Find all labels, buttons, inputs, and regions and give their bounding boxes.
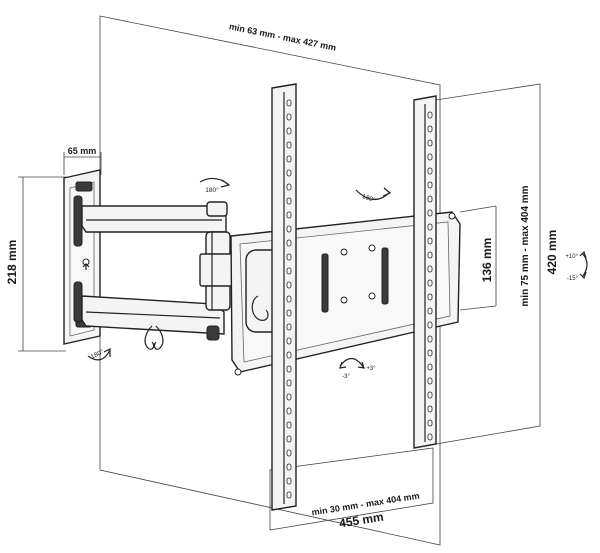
wall-plate-depth-label: 65 mm xyxy=(68,146,97,156)
rail-slot-hole xyxy=(427,363,433,371)
vesa-plate-envelope-bottom xyxy=(459,305,497,311)
rail-slot-hole xyxy=(286,477,292,485)
vesa-plate-envelope-top xyxy=(459,205,497,213)
tilt-arrow xyxy=(579,250,588,280)
rotation-arrow-lower xyxy=(87,348,111,361)
rail-slot-hole xyxy=(286,421,292,429)
arm-hinge xyxy=(199,231,235,341)
rail-slot-hole xyxy=(427,125,433,133)
rail-slot-hole xyxy=(427,153,433,161)
level-minus-label: -3° xyxy=(342,374,350,380)
cable-hook xyxy=(144,325,164,350)
rotation-arrow-upper xyxy=(199,177,231,188)
upper-arm xyxy=(81,201,228,233)
rotation-arrow-head xyxy=(355,187,392,201)
head-swivel-label: 180° xyxy=(361,192,377,204)
rail-slot-hole xyxy=(286,267,292,275)
lower-arm xyxy=(81,295,225,335)
overall-height-label: 420 mm xyxy=(545,230,559,275)
rail-slot-hole xyxy=(286,351,292,359)
rail-slot-hole xyxy=(427,307,433,315)
rail-slot-hole xyxy=(286,155,292,163)
rail-slot-hole xyxy=(286,183,292,191)
tilt-down-label: -15° xyxy=(567,276,579,282)
rail-slot-hole xyxy=(427,181,433,189)
right-vertical-rail xyxy=(413,95,437,449)
rail-slot-hole xyxy=(427,265,433,273)
rail-slot-hole xyxy=(427,279,433,287)
level-plus-label: +3° xyxy=(366,366,376,372)
rail-slot-hole xyxy=(286,323,292,331)
rail-slot-hole xyxy=(286,99,292,107)
vesa-plate-height-label: 136 mm xyxy=(480,238,494,283)
rail-slot-hole xyxy=(427,321,433,329)
rail-slot-hole xyxy=(427,167,433,175)
overall-width-label: 455 mm xyxy=(338,510,384,531)
rail-slot-hole xyxy=(286,281,292,289)
rail-slot-hole xyxy=(286,393,292,401)
rail-slot-hole xyxy=(427,335,433,343)
rail-slot-hole xyxy=(286,491,292,499)
rail-slot-hole xyxy=(427,111,433,119)
rail-slot-hole xyxy=(286,141,292,149)
rail-slot-hole xyxy=(286,407,292,415)
rail-slot-hole xyxy=(286,309,292,317)
rail-slot-hole xyxy=(427,349,433,357)
rail-slot-hole xyxy=(286,113,292,121)
rail-slot-hole xyxy=(427,251,433,259)
extension-label: min 63 mm - max 427 mm xyxy=(228,21,337,53)
rail-slot-hole xyxy=(286,127,292,135)
vesa-height-range-label: min 75 mm - max 404 mm xyxy=(520,185,531,306)
rail-slot-hole xyxy=(427,405,433,413)
rail-slot-hole xyxy=(286,463,292,471)
rail-slot-hole xyxy=(286,225,292,233)
rail-slot-hole xyxy=(286,379,292,387)
arm-swivel-upper-label: 180° xyxy=(205,186,219,194)
vesa-envelope-plane xyxy=(269,447,434,531)
rail-slot-hole xyxy=(286,295,292,303)
rail-slot-hole xyxy=(427,419,433,427)
rail-slot-hole xyxy=(286,169,292,177)
rail-slot-hole xyxy=(427,237,433,245)
rail-slot-hole xyxy=(286,197,292,205)
tilt-up-label: +10° xyxy=(565,254,578,260)
level-adjust-arrow xyxy=(339,357,365,369)
rail-slot-hole xyxy=(427,209,433,217)
rail-slot-hole xyxy=(286,253,292,261)
rail-slot-hole xyxy=(427,139,433,147)
rail-slot-hole xyxy=(427,293,433,301)
rail-slot-hole xyxy=(427,391,433,399)
left-vertical-rail xyxy=(271,83,297,511)
rail-slot-hole xyxy=(427,195,433,203)
rail-slot-hole xyxy=(286,365,292,373)
rail-slot-hole xyxy=(427,433,433,441)
wall-plate-height-label: 218 mm xyxy=(5,240,19,285)
rail-slot-hole xyxy=(286,449,292,457)
rail-slot-hole xyxy=(427,223,433,231)
rail-slot-hole xyxy=(286,337,292,345)
rail-slot-hole xyxy=(286,211,292,219)
rail-slot-hole xyxy=(427,377,433,385)
rail-slot-hole xyxy=(286,435,292,443)
rail-slot-hole xyxy=(286,239,292,247)
